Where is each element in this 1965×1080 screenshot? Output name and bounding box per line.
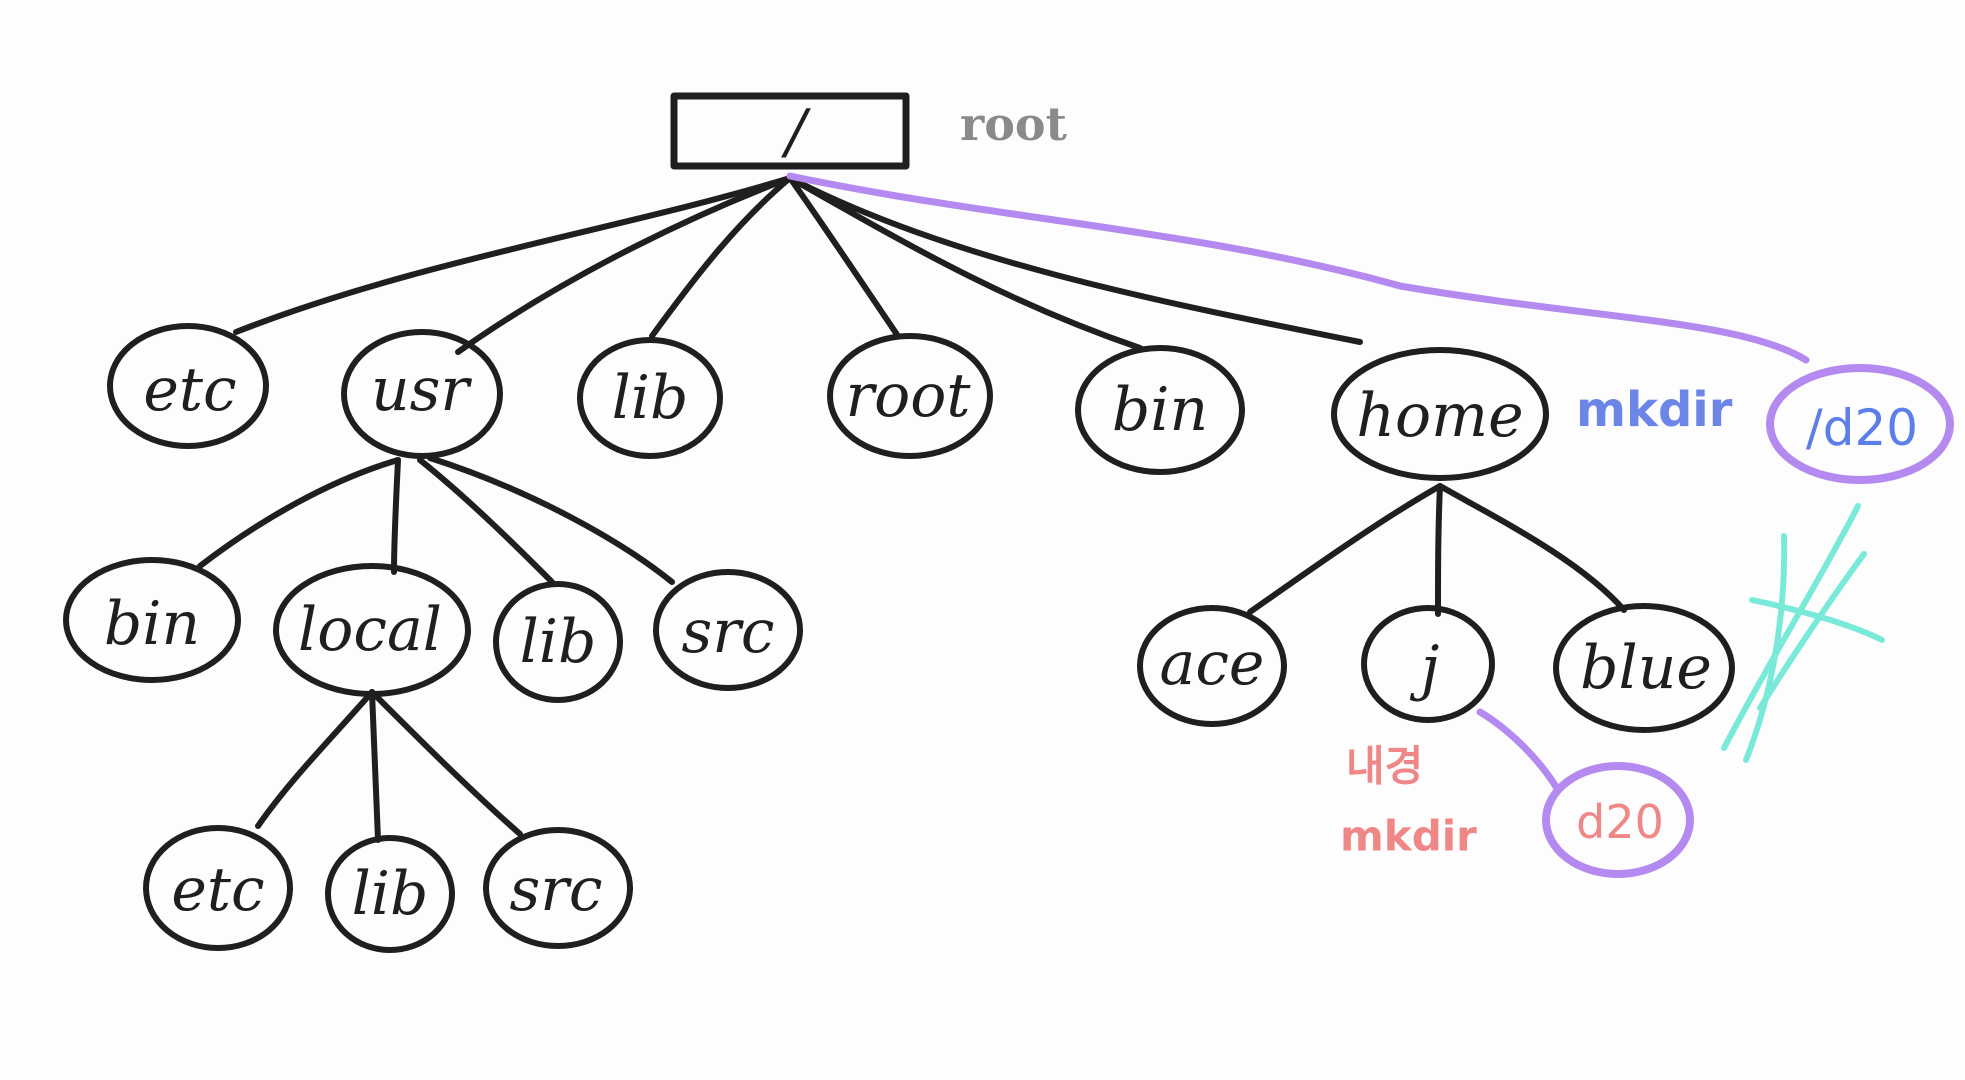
node-label-lib: lib: [612, 363, 689, 433]
relative-mkdir-cmd: mkdir: [1340, 812, 1477, 861]
node-local-lib: lib: [325, 835, 455, 953]
node-label-usr: usr: [371, 355, 472, 425]
edge-root-lib: [649, 175, 793, 339]
edge-usr-lib: [417, 457, 555, 585]
node-label-etc: etc: [143, 355, 236, 425]
tree-edges: [197, 175, 1627, 843]
node-label-usr-local: local: [298, 595, 442, 665]
absolute-mkdir-cmd: mkdir: [1576, 382, 1733, 438]
edge-local-etc: [255, 689, 375, 829]
edge-root-etc: [233, 175, 793, 335]
node-usr-local: local: [273, 563, 471, 697]
node-home-ace: ace: [1137, 605, 1287, 727]
root-label: /: [781, 97, 812, 167]
purple-edge-j-d20: [1476, 708, 1562, 794]
absolute-d20-path: /d20: [1806, 399, 1918, 457]
edge-root-bin: [787, 175, 1143, 351]
node-label-bin: bin: [1112, 375, 1208, 445]
node-label-local-lib: lib: [352, 859, 429, 929]
node-usr: usr: [341, 329, 503, 459]
node-lib: lib: [577, 337, 723, 459]
node-label-usr-bin: bin: [104, 589, 200, 659]
node-label-home-ace: ace: [1160, 629, 1265, 699]
node-label-usr-src: src: [681, 597, 774, 667]
purple-edge-root-d20: [786, 172, 1810, 364]
node-label-home: home: [1356, 381, 1523, 451]
root-node: /: [670, 92, 910, 170]
node-usr-bin: bin: [63, 557, 241, 683]
edge-root-usr: [455, 175, 793, 355]
edge-local-src: [369, 689, 523, 837]
relative-note: 내경: [1346, 742, 1423, 791]
edge-home-ace: [1247, 483, 1443, 615]
node-label-usr-lib: lib: [520, 607, 597, 677]
edge-usr-src: [427, 455, 675, 585]
relative-d20-ellipse: [1542, 762, 1694, 878]
node-home-blue: blue: [1553, 603, 1735, 733]
root-note: root: [960, 97, 1068, 151]
edge-local-lib: [369, 689, 381, 843]
relative-d20-path: d20: [1576, 795, 1664, 849]
node-etc: etc: [107, 323, 269, 449]
node-label-local-src: src: [509, 855, 602, 925]
node-local-src: src: [483, 827, 633, 949]
edge-usr-bin: [197, 457, 401, 569]
node-root: root: [827, 333, 993, 459]
teal-strike-marks: [1721, 503, 1885, 763]
node-usr-lib: lib: [493, 581, 623, 703]
node-home: home: [1331, 347, 1549, 481]
root-box: [670, 92, 910, 170]
edge-usr-local: [391, 457, 401, 575]
node-label-home-blue: blue: [1580, 633, 1712, 703]
node-label-root: root: [845, 361, 971, 431]
edge-home-j: [1435, 483, 1443, 617]
node-usr-src: src: [653, 569, 803, 691]
node-bin: bin: [1075, 345, 1245, 475]
node-label-home-j: j: [1410, 633, 1440, 703]
absolute-d20-ellipse: [1766, 364, 1954, 484]
edge-root-home: [787, 175, 1363, 345]
node-local-etc: etc: [143, 825, 293, 951]
node-home-j: j: [1361, 605, 1495, 723]
node-label-local-etc: etc: [171, 855, 264, 925]
edge-home-blue: [1437, 483, 1627, 613]
edge-root-root: [787, 175, 901, 339]
